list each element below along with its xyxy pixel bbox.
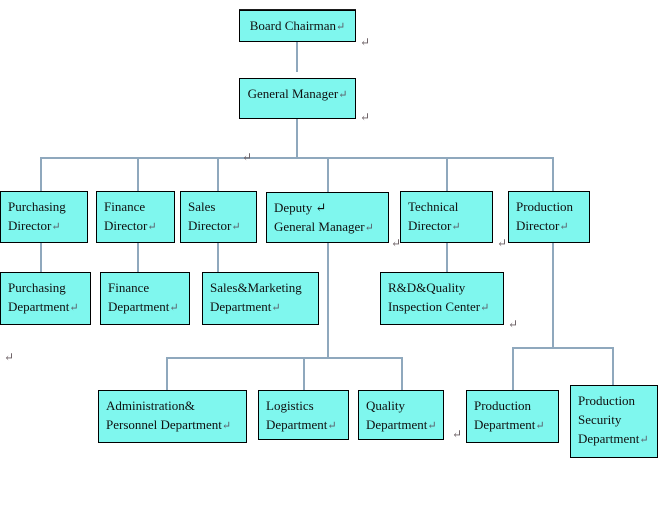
node-label: Quality Department xyxy=(366,398,428,432)
mark-right-of-tech-director: ↵ xyxy=(391,236,402,250)
node-general-manager[interactable]: General Manager↵ xyxy=(239,78,356,119)
node-quality-department[interactable]: Quality Department↵ xyxy=(358,390,444,440)
pilcrow-mark: ↵ xyxy=(327,420,337,432)
node-purchasing-director[interactable]: Purchasing Director↵ xyxy=(0,191,88,243)
node-label: Finance Department xyxy=(108,280,170,314)
node-label: Purchasing Director xyxy=(8,199,66,233)
node-label: Administration& Personnel Department xyxy=(106,398,222,432)
node-label: Production Security Department xyxy=(578,393,640,446)
connector-drop-purchasing-director xyxy=(40,157,42,191)
pilcrow-mark: ↵ xyxy=(639,434,649,446)
node-label: Finance Director xyxy=(104,199,148,233)
connector-drop-logistics xyxy=(303,357,305,390)
connector-gm-to-bus xyxy=(296,119,298,158)
mark-below-rd-center: ↵ xyxy=(508,317,519,331)
pilcrow-mark: ↵ xyxy=(231,221,241,233)
pilcrow-mark: ↵ xyxy=(535,420,545,432)
pilcrow-mark: ↵ xyxy=(451,221,461,233)
connector-production-bus xyxy=(512,347,614,349)
node-sales-marketing-department[interactable]: Sales&Marketing Department↵ xyxy=(202,272,319,325)
pilcrow-mark: ↵ xyxy=(271,302,281,314)
node-label: Sales&Marketing Department xyxy=(210,280,302,314)
pilcrow-mark: ↵ xyxy=(338,89,348,101)
connector-technical-director-to-center xyxy=(446,243,448,272)
node-deputy-general-manager[interactable]: Deputy ↵ General Manager↵ xyxy=(266,192,389,243)
connector-sales-director-to-department xyxy=(217,243,219,272)
pilcrow-mark: ↵ xyxy=(364,222,374,234)
connector-deputy-gm-to-bus xyxy=(327,243,329,358)
connector-drop-production-director xyxy=(552,157,554,191)
connector-drop-production-department xyxy=(512,347,514,390)
node-finance-department[interactable]: Finance Department↵ xyxy=(100,272,190,325)
pilcrow-mark: ↵ xyxy=(51,221,61,233)
connector-chairman-to-gm xyxy=(296,41,298,72)
mark-on-level3-bus: ↵ xyxy=(242,150,253,164)
node-production-security-department[interactable]: Production Security Department↵ xyxy=(570,385,658,458)
node-technical-director[interactable]: Technical Director↵ xyxy=(400,191,493,243)
connector-drop-quality xyxy=(401,357,403,390)
node-label: Production Department xyxy=(474,398,536,432)
node-label: General Manager xyxy=(247,86,339,101)
pilcrow-mark: ↵ xyxy=(69,302,79,314)
node-production-department[interactable]: Production Department↵ xyxy=(466,390,559,443)
pilcrow-mark: ↵ xyxy=(147,221,157,233)
pilcrow-mark: ↵ xyxy=(427,420,437,432)
node-label: Technical Director xyxy=(408,199,459,233)
pilcrow-mark: ↵ xyxy=(169,302,179,314)
node-finance-director[interactable]: Finance Director↵ xyxy=(96,191,175,243)
mark-below-quality-dept: ↵ xyxy=(452,427,463,441)
node-purchasing-department[interactable]: Purchasing Department↵ xyxy=(0,272,91,325)
node-logistics-department[interactable]: Logistics Department↵ xyxy=(258,390,349,440)
node-admin-personnel-department[interactable]: Administration& Personnel Department↵ xyxy=(98,390,247,443)
connector-purchasing-director-to-department xyxy=(40,243,42,272)
connector-deputy-gm-bus xyxy=(166,357,403,359)
pilcrow-mark: ↵ xyxy=(336,21,346,33)
pilcrow-mark: ↵ xyxy=(221,420,232,432)
node-rd-quality-inspection-center[interactable]: R&D&Quality Inspection Center↵ xyxy=(380,272,504,325)
node-board-chairman[interactable]: Board Chairman↵ xyxy=(239,10,356,42)
mark-right-of-gm: ↵ xyxy=(360,110,371,124)
connector-drop-finance-director xyxy=(137,157,139,191)
node-label: Production Director xyxy=(516,199,574,233)
node-label: Sales Director xyxy=(188,199,232,233)
connector-drop-sales-director xyxy=(217,157,219,191)
connector-finance-director-to-department xyxy=(137,243,139,272)
mark-far-left-lower: ↵ xyxy=(4,350,15,364)
node-label: Purchasing Department xyxy=(8,280,70,314)
connector-level3-bus xyxy=(40,157,554,159)
node-label: Board Chairman xyxy=(249,18,337,33)
node-label: R&D&Quality Inspection Center xyxy=(388,280,481,314)
connector-drop-technical-director xyxy=(446,157,448,191)
node-sales-director[interactable]: Sales Director↵ xyxy=(180,191,257,243)
connector-drop-admin-personnel xyxy=(166,357,168,390)
pilcrow-mark: ↵ xyxy=(480,302,490,314)
connector-production-director-to-bus xyxy=(552,243,554,348)
mark-right-of-chairman: ↵ xyxy=(360,35,371,49)
node-production-director[interactable]: Production Director↵ xyxy=(508,191,590,243)
node-label: Deputy ↵ General Manager xyxy=(274,200,365,234)
mark-left-of-prod-director: ↵ xyxy=(497,236,508,250)
node-label: Logistics Department xyxy=(266,398,328,432)
pilcrow-mark: ↵ xyxy=(559,221,569,233)
connector-drop-production-security xyxy=(612,347,614,385)
connector-drop-deputy-gm xyxy=(327,157,329,192)
